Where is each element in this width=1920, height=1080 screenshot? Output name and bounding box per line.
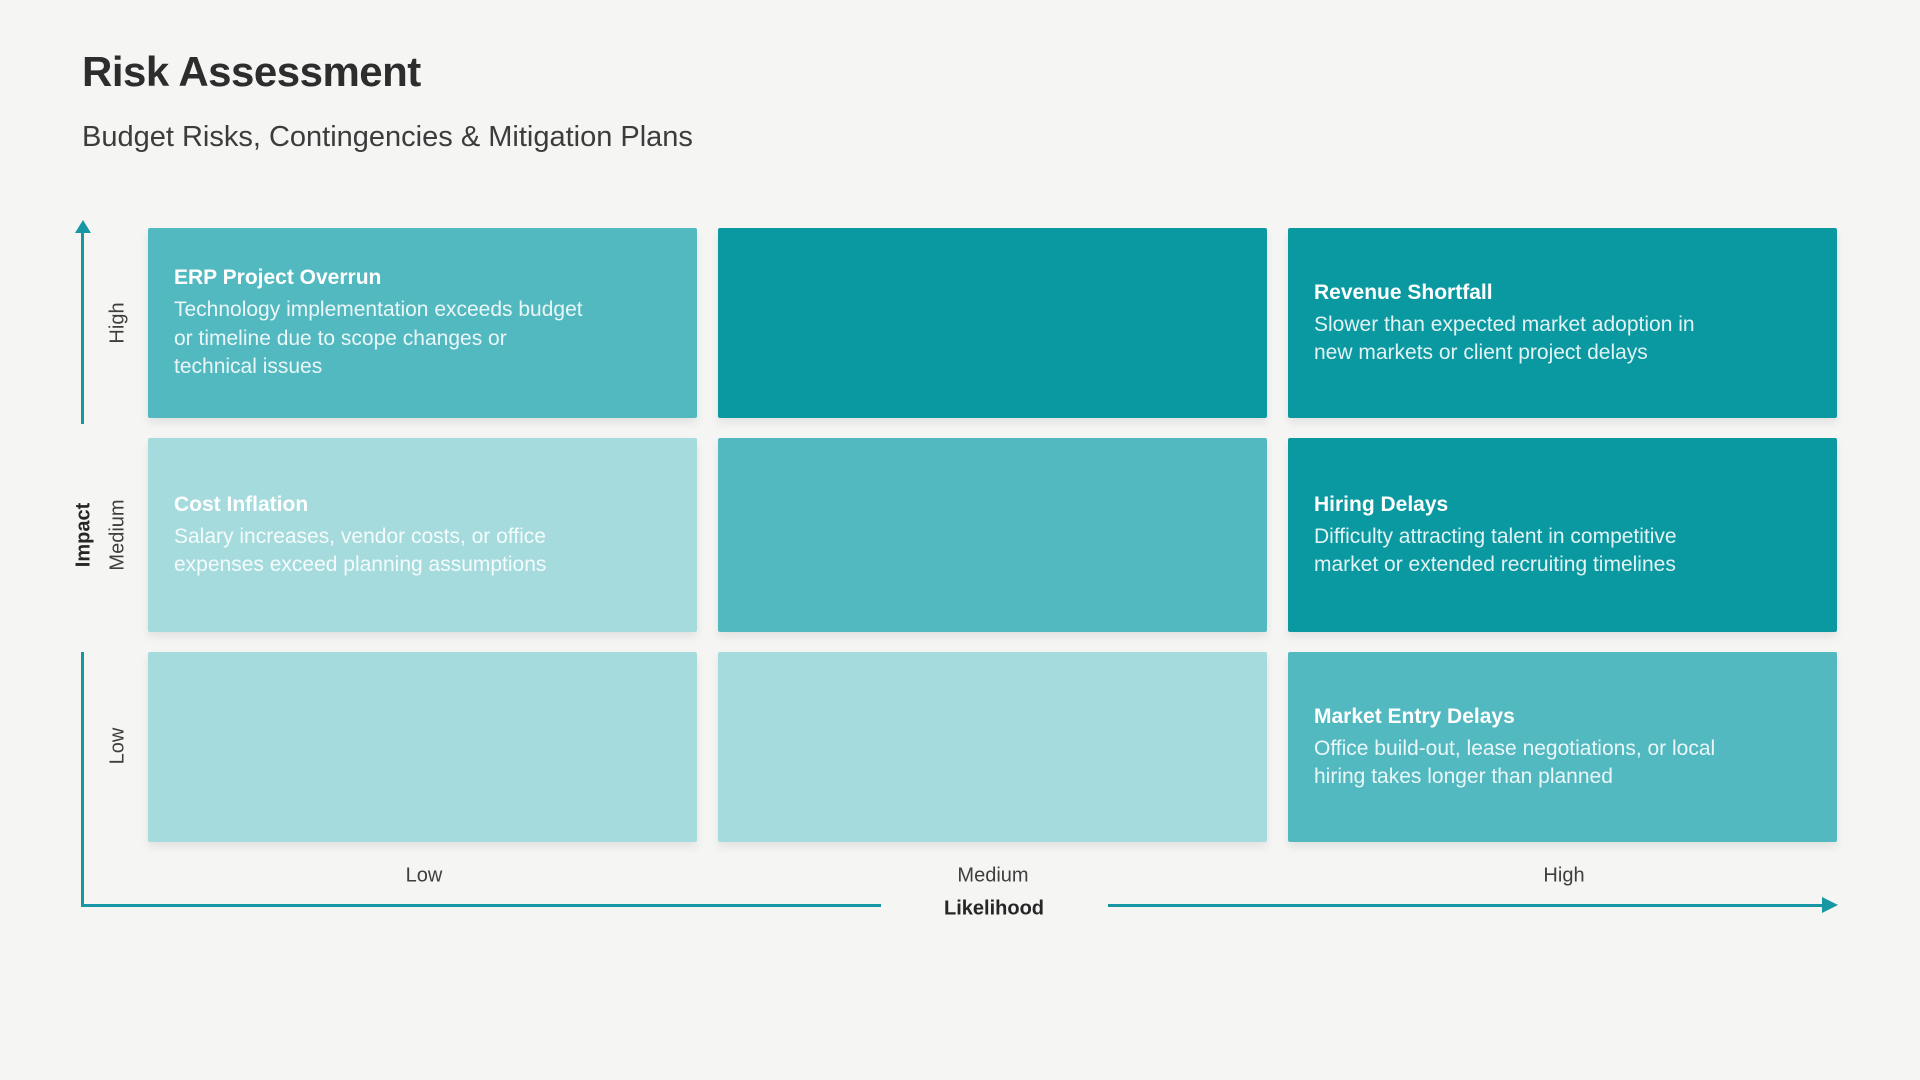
risk-title: Revenue Shortfall	[1314, 280, 1493, 304]
risk-description: Difficulty attracting talent in competit…	[1314, 524, 1677, 577]
risk-matrix: ERP Project Overrun Technology implement…	[148, 228, 1837, 842]
risk-cell-medium-impact-low-likelihood: Cost Inflation Salary increases, vendor …	[148, 438, 697, 632]
risk-cell-medium-impact-medium-likelihood	[718, 438, 1267, 632]
likelihood-axis-arrowhead-icon	[1822, 897, 1838, 913]
risk-description: Technology implementation exceeds budget…	[174, 298, 583, 379]
risk-cell-high-impact-medium-likelihood	[718, 228, 1267, 418]
risk-cell-medium-impact-high-likelihood: Hiring Delays Difficulty attracting tale…	[1288, 438, 1837, 632]
risk-cell-low-impact-low-likelihood	[148, 652, 697, 842]
impact-axis-line-top	[81, 232, 84, 424]
risk-title: ERP Project Overrun	[174, 266, 382, 290]
likelihood-axis-line-right	[1108, 904, 1824, 907]
impact-tick-medium: Medium	[106, 499, 129, 571]
risk-description: Slower than expected market adoption in …	[1314, 312, 1695, 365]
likelihood-axis-line-left	[81, 904, 881, 907]
page-title: Risk Assessment	[82, 48, 421, 95]
risk-cell-high-impact-high-likelihood: Revenue Shortfall Slower than expected m…	[1288, 228, 1837, 418]
impact-axis-arrowhead-icon	[75, 220, 91, 233]
risk-description: Salary increases, vendor costs, or offic…	[174, 524, 547, 577]
impact-axis-line-bottom	[81, 652, 84, 907]
likelihood-tick-low: Low	[405, 864, 443, 887]
impact-axis-title: Impact	[72, 502, 95, 568]
page-subtitle: Budget Risks, Contingencies & Mitigation…	[82, 121, 693, 153]
impact-tick-low: Low	[106, 727, 129, 765]
likelihood-axis-title: Likelihood	[944, 897, 1044, 920]
risk-cell-low-impact-medium-likelihood	[718, 652, 1267, 842]
risk-title: Cost Inflation	[174, 492, 309, 516]
risk-cell-low-impact-high-likelihood: Market Entry Delays Office build-out, le…	[1288, 652, 1837, 842]
likelihood-tick-high: High	[1543, 864, 1585, 887]
likelihood-tick-medium: Medium	[957, 864, 1029, 887]
risk-title: Market Entry Delays	[1314, 704, 1515, 728]
risk-description: Office build-out, lease negotiations, or…	[1314, 736, 1716, 789]
risk-cell-high-impact-low-likelihood: ERP Project Overrun Technology implement…	[148, 228, 697, 418]
risk-title: Hiring Delays	[1314, 492, 1449, 516]
impact-tick-high: High	[106, 302, 129, 344]
